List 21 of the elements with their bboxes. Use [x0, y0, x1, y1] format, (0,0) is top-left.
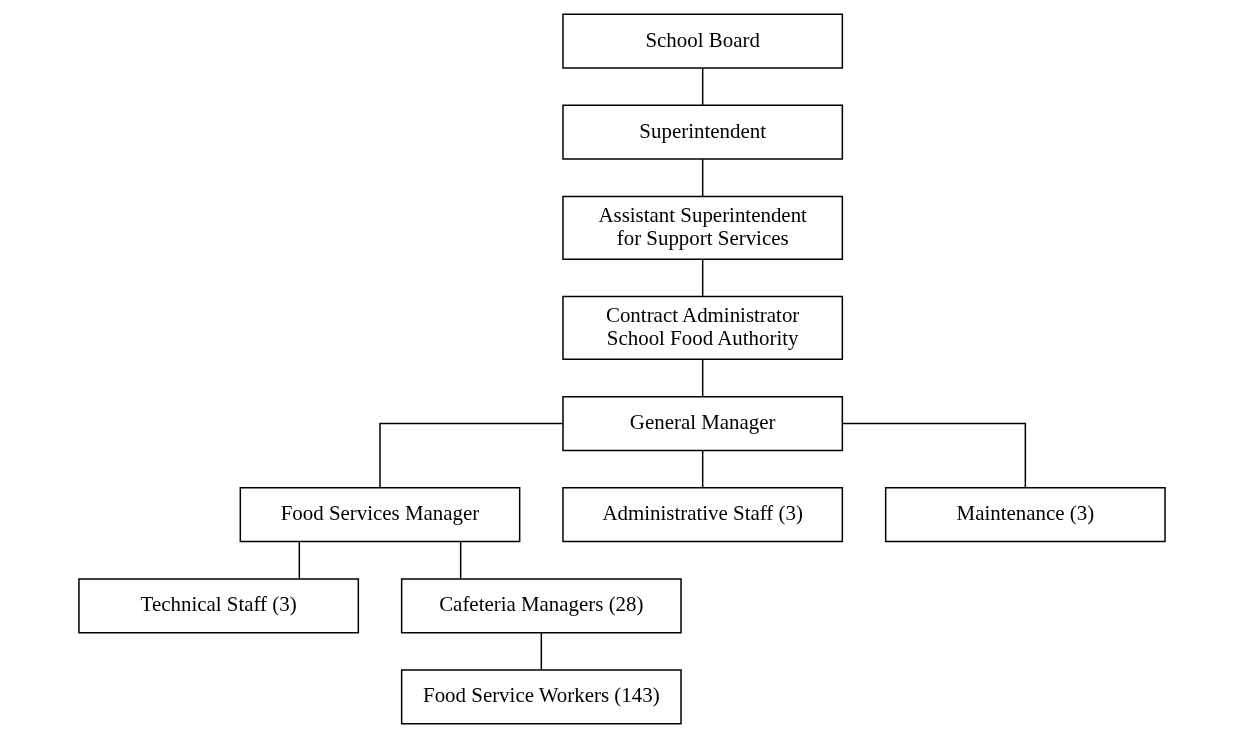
node-box: Maintenance (3) — [884, 487, 1166, 543]
connector — [298, 541, 301, 580]
connector — [701, 450, 704, 489]
connector — [842, 422, 1027, 489]
node-box: Contract Administrator School Food Authority — [562, 295, 844, 361]
node-box: General Manager — [562, 395, 844, 452]
connector — [701, 67, 704, 106]
connector — [701, 258, 704, 297]
node-box: Assistant Superintendent for Support Services — [562, 195, 844, 260]
connector — [459, 541, 462, 580]
node-box: Technical Staff (3) — [78, 578, 360, 634]
connector — [701, 158, 704, 197]
node-box: Administrative Staff (3) — [562, 487, 844, 543]
connector — [701, 359, 704, 398]
node-box: School Board — [562, 13, 844, 69]
node-box: Food Service Workers (143) — [400, 669, 682, 725]
connector — [379, 422, 564, 489]
node-box: Cafeteria Managers (28) — [400, 578, 682, 634]
connector — [540, 632, 543, 671]
node-box: Superintendent — [562, 104, 844, 160]
node-box: Food Services Manager — [239, 487, 521, 543]
